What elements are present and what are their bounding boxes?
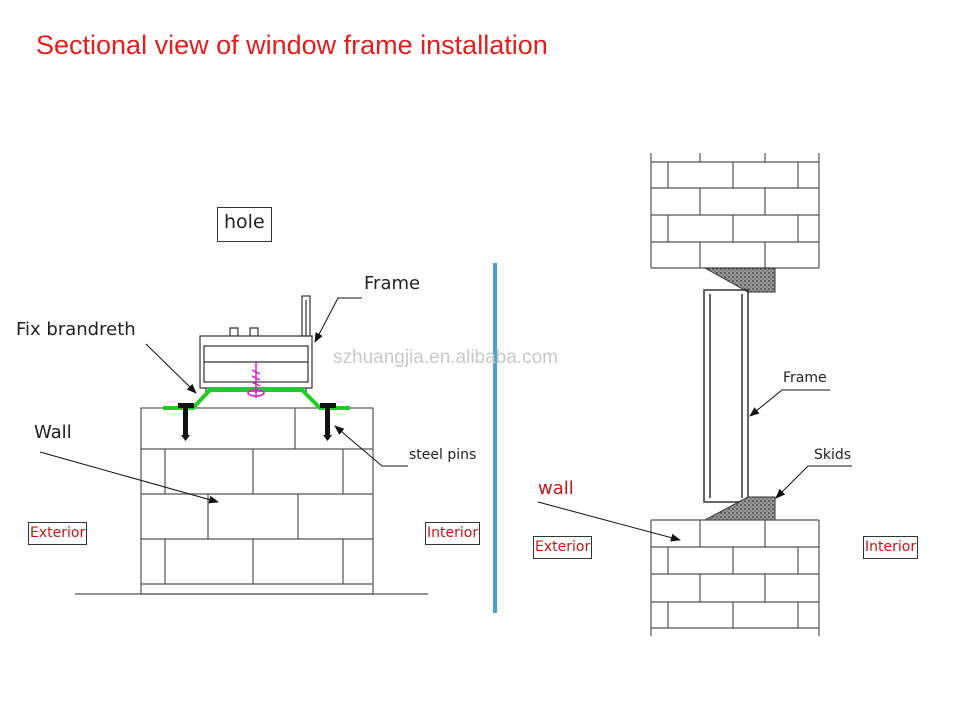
right-wall-label: wall xyxy=(538,478,574,499)
fix-brandreth-label: Fix brandreth xyxy=(16,319,136,340)
steel-pins-label: steel pins xyxy=(409,447,477,463)
right-frame-leader xyxy=(749,389,830,417)
wall-leader xyxy=(39,451,219,504)
steel-pin-right xyxy=(320,403,336,441)
watermark: szhuangjia.en.alibaba.com xyxy=(333,347,558,368)
skid-bottom xyxy=(704,496,776,521)
right-frame xyxy=(703,289,749,503)
skids-leader xyxy=(775,465,852,499)
left-wall xyxy=(75,407,428,595)
left-interior-label: Interior xyxy=(425,522,481,545)
skid-top xyxy=(703,267,776,293)
fix-leader xyxy=(145,343,197,394)
right-lower-wall xyxy=(650,519,820,636)
right-frame-label: Frame xyxy=(783,370,827,386)
hole-label: hole xyxy=(217,207,272,242)
center-screw-icon xyxy=(247,362,265,398)
right-exterior-label: Exterior xyxy=(533,536,593,559)
diagram-title: Sectional view of window frame installat… xyxy=(36,30,548,60)
pins-leader xyxy=(334,425,408,467)
left-exterior-label: Exterior xyxy=(28,522,88,545)
skids-label: Skids xyxy=(814,447,852,463)
right-upper-wall xyxy=(650,153,820,269)
wall-label: Wall xyxy=(34,422,72,443)
frame-leader xyxy=(314,297,362,343)
right-interior-label: Interior xyxy=(863,536,919,559)
right-wall-leader xyxy=(537,501,681,542)
steel-pin-left xyxy=(178,403,194,441)
frame-label: Frame xyxy=(364,273,421,294)
